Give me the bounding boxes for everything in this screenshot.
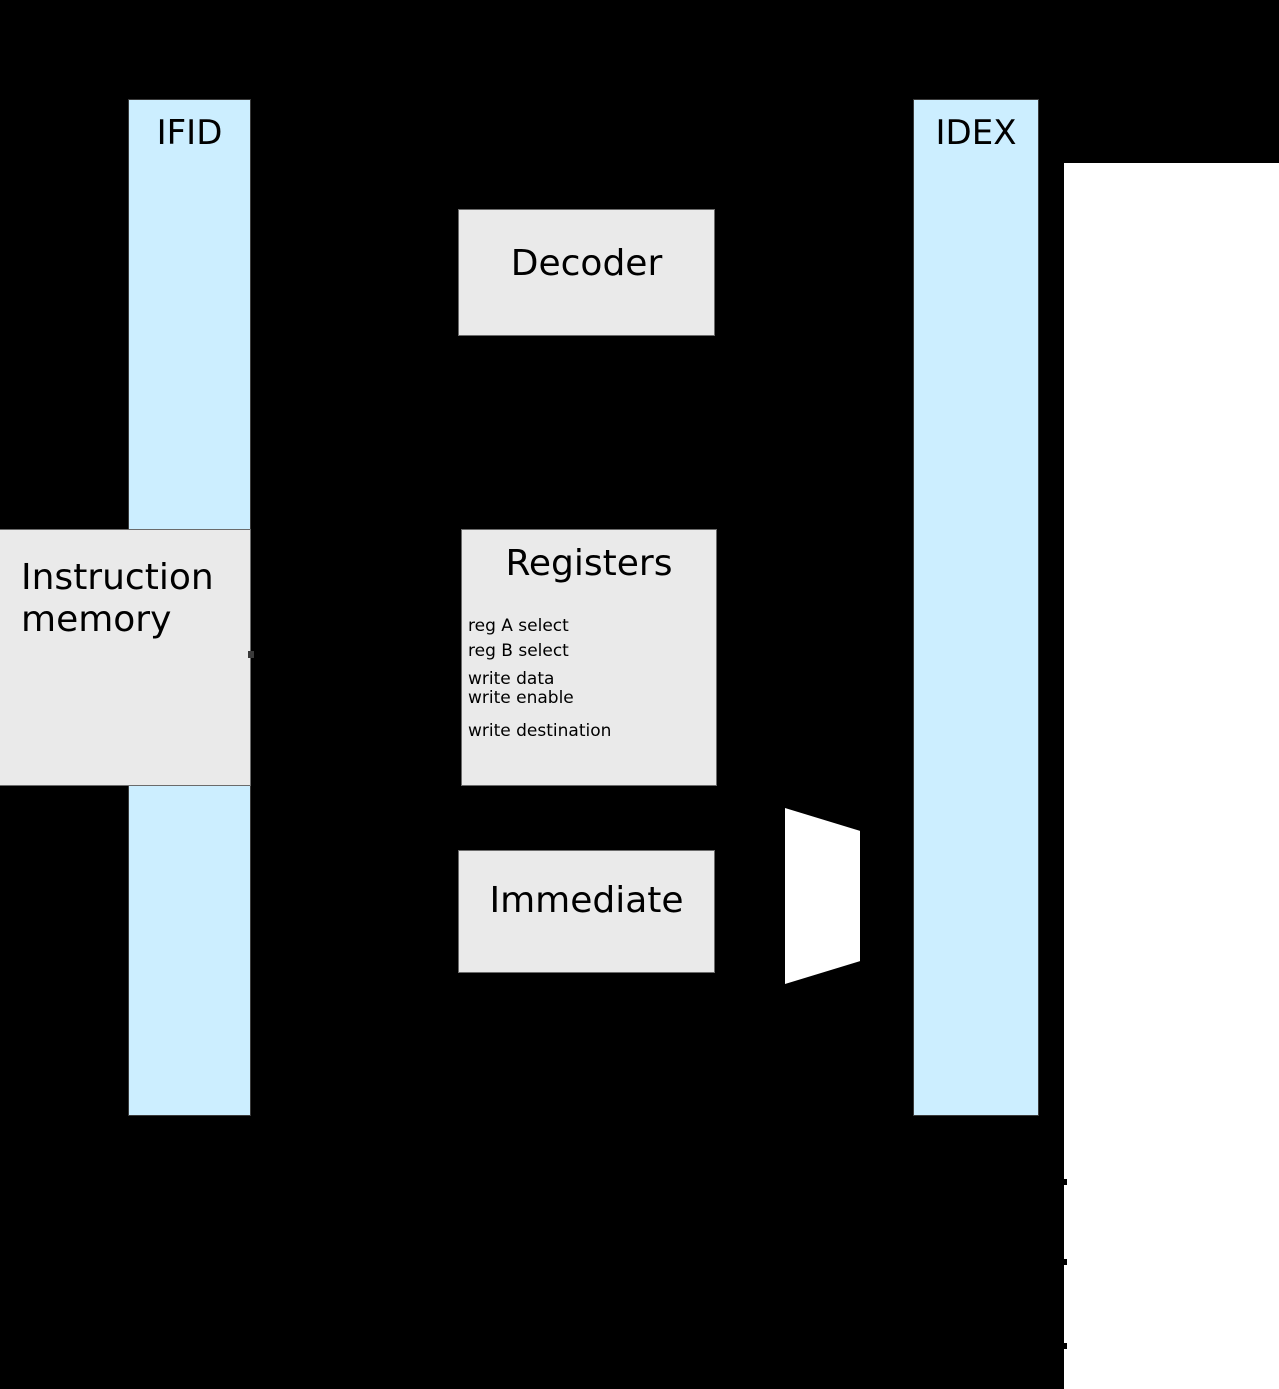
- pipeline-register-ifid-label: IFID: [156, 113, 223, 153]
- block-registers[interactable]: Registers reg A select reg B select writ…: [461, 529, 717, 786]
- pipeline-register-idex[interactable]: IDEX: [913, 99, 1039, 1116]
- panel-edge-stub-3: [1062, 1343, 1067, 1349]
- signal-write-enable: write enable: [468, 688, 574, 708]
- block-registers-label: Registers: [505, 543, 673, 584]
- instruction-memory-output-stub: [248, 651, 254, 658]
- block-immediate[interactable]: Immediate: [458, 850, 715, 973]
- signal-reg-a-select: reg A select: [468, 616, 569, 636]
- operand-mux[interactable]: [785, 808, 860, 984]
- signal-write-destination: write destination: [468, 721, 612, 741]
- panel-edge-stub-1: [1062, 1179, 1067, 1185]
- panel-edge-stub-2: [1062, 1259, 1067, 1265]
- block-decoder-label: Decoder: [510, 243, 663, 284]
- pipeline-register-idex-label: IDEX: [935, 113, 1017, 153]
- block-immediate-label: Immediate: [489, 880, 684, 921]
- white-page-panel: [1064, 163, 1279, 1389]
- block-decoder[interactable]: Decoder: [458, 209, 715, 336]
- signal-write-data: write data: [468, 669, 555, 689]
- block-instruction-memory-label: Instruction memory: [21, 557, 214, 641]
- block-instruction-memory[interactable]: Instruction memory: [0, 529, 251, 786]
- signal-reg-b-select: reg B select: [468, 641, 569, 661]
